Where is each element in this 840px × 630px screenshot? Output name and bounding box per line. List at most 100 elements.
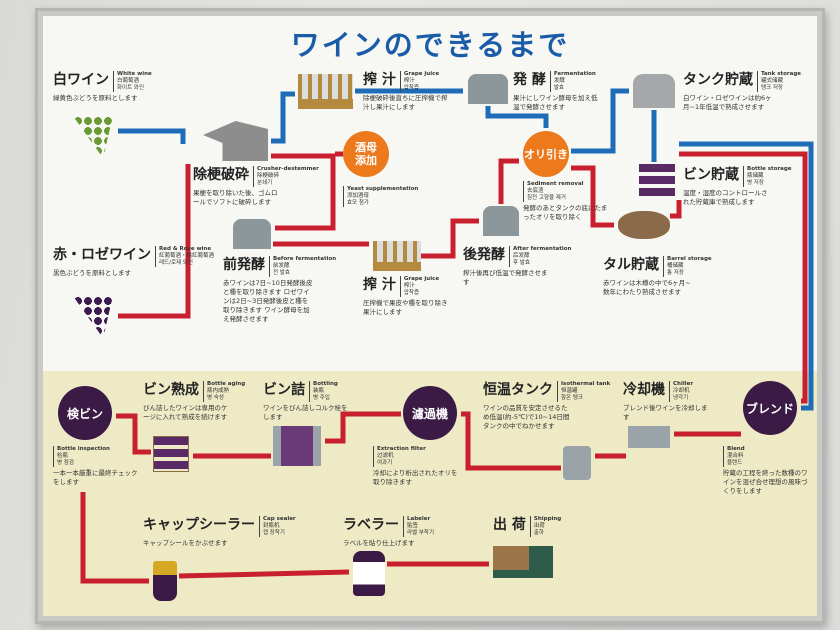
- ferment-tank-icon: [468, 74, 508, 104]
- bottle-rack-icon: [639, 164, 675, 200]
- isothermal-tank-icon: [563, 446, 591, 480]
- step-description: 赤ワインは7日~10日発酵後皮と種を取り除きます ロゼワインは2日~3日発酵後皮…: [223, 279, 313, 323]
- step-title: タル貯蔵: [603, 257, 659, 273]
- label-en: Bottle inspection: [57, 446, 110, 452]
- step-title: 前発酵: [223, 257, 265, 273]
- poster-frame: ワインのできるまで: [35, 8, 825, 624]
- step-title: 恒温タンク: [483, 382, 553, 398]
- step-title: ビン貯蔵: [683, 167, 739, 183]
- label-en: Grape juice: [403, 71, 440, 77]
- label-ko: 병 숙성: [207, 395, 224, 401]
- step-description: ラベルを貼り仕上げます: [343, 539, 415, 547]
- step-description: ブレンド後ワインを冷却します: [623, 404, 708, 421]
- label-ko: 냉각기: [673, 395, 689, 401]
- label-ko: 후 발효: [513, 260, 530, 266]
- label-zh: 白葡萄酒: [117, 78, 140, 84]
- label-ko: 발효: [553, 85, 564, 91]
- arrow-filter-to-bottling: [325, 411, 401, 444]
- pre-ferment-tank-icon: [233, 219, 271, 249]
- label-ko: 병 주입: [313, 395, 330, 401]
- barrels-icon: [618, 211, 670, 239]
- label-ko: 항온 탱크: [561, 395, 583, 401]
- label-en: Bottle aging: [207, 381, 246, 387]
- truck-icon: [493, 546, 553, 578]
- yeast-addition-circle: 酒母 添加: [343, 131, 389, 177]
- arrow-white-to-crush: [118, 128, 186, 144]
- step-title: 除梗破砕: [193, 167, 249, 183]
- label-ko: 출하: [533, 530, 544, 536]
- label-en: Fermentation: [553, 71, 596, 77]
- label-en: Sediment removal: [527, 181, 584, 187]
- label-ko: 분쇄기: [257, 180, 273, 186]
- wine-process-poster: ワインのできるまで: [43, 16, 817, 616]
- arrow-sediment-to-barrel: [571, 165, 614, 228]
- arrow-to-blend-red: [679, 151, 808, 404]
- storage-tanks-icon: [633, 74, 675, 108]
- label-en: After fermentation: [513, 246, 572, 252]
- step-title: 赤・ロゼワイン: [53, 247, 151, 263]
- label-ko: 통 저장: [667, 270, 684, 276]
- label-en: White wine: [117, 71, 152, 77]
- step-description: ワインをびん詰しコルク栓をします: [263, 404, 348, 421]
- sediment-removal-circle: オリ引き: [523, 131, 569, 177]
- step-description: キャップシールをかぶせます: [143, 539, 228, 547]
- label-zh: 添加酒母: [347, 193, 370, 199]
- label-ko: 병 점검: [57, 460, 74, 466]
- step-title: キャップシーラー: [143, 517, 255, 533]
- step-title: 冷却機: [623, 382, 665, 398]
- label-en: Tank storage: [761, 71, 802, 77]
- label-en: Shipping: [533, 516, 562, 522]
- step-title: 搾 汁: [363, 277, 396, 293]
- post-ferment-tank-icon: [483, 206, 519, 236]
- label-en: Cap sealer: [263, 516, 296, 522]
- label-ko: 압착즙: [403, 85, 420, 91]
- label-en: Bottling: [313, 381, 338, 387]
- step-title: 搾 汁: [363, 72, 396, 88]
- step-description: 温度・湿度のコントロールされた貯蔵庫で熟成します: [683, 189, 768, 206]
- step-description: ワインの品質を安定させるため低温(約-5℃)で10~14日間タンクの中でねかせま…: [483, 404, 570, 430]
- arrow-sediment-to-tank: [571, 88, 629, 154]
- step-description: びん詰したワインは専用のケージに入れて熟成を続けます: [143, 404, 228, 421]
- label-zh: 检瓶: [57, 453, 69, 459]
- step-description: 黒色ぶどうを原料とします: [53, 269, 131, 277]
- label-zh: 后发酵: [513, 253, 530, 259]
- poster-title: ワインのできるまで: [290, 28, 570, 62]
- labeled-bottle-icon: [353, 551, 385, 596]
- label-zh: 去底渣: [527, 188, 544, 194]
- arrow-barrel-to-bottle: [670, 200, 682, 219]
- label-ko: 여과기: [377, 460, 393, 466]
- inspection-circle: 検ビン: [58, 386, 112, 440]
- label-ko: 블렌드: [727, 460, 743, 466]
- label-zh: 瓶储藏: [747, 173, 764, 179]
